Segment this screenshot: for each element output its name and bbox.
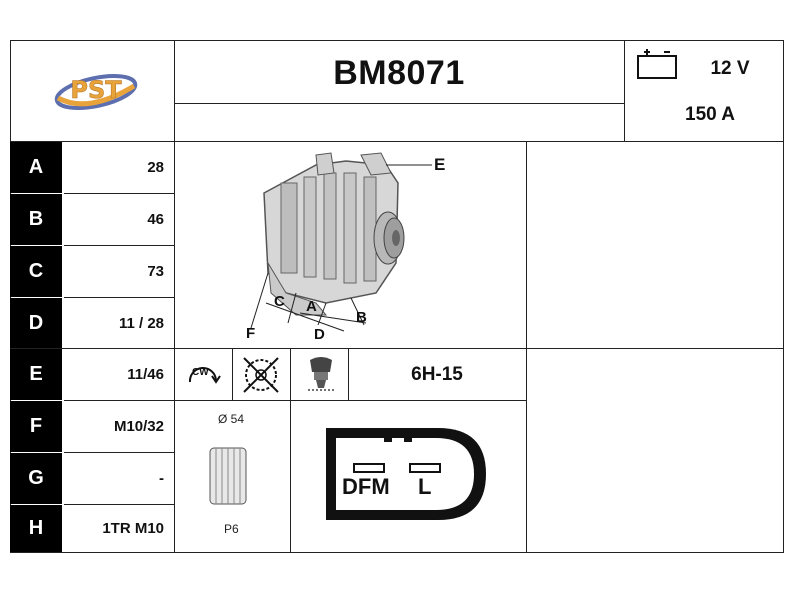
connector-icon xyxy=(326,428,486,520)
dimension-value: 11 / 28 xyxy=(118,314,164,332)
grid-line xyxy=(10,552,783,553)
grid-line xyxy=(174,40,175,553)
rotation-cw-icon: CW xyxy=(178,354,228,396)
dimension-letter: B xyxy=(10,194,62,245)
dimension-letter: D xyxy=(10,298,62,348)
grid-line xyxy=(526,141,527,553)
grid-line xyxy=(64,452,174,453)
grid-line xyxy=(64,297,174,298)
grid-line xyxy=(348,348,349,401)
grid-line xyxy=(64,245,174,246)
grid-line xyxy=(64,504,174,505)
dimension-letter: C xyxy=(10,246,62,297)
grid-line xyxy=(10,141,783,142)
connector-l: L xyxy=(418,474,432,499)
drawing-label-c: C xyxy=(274,293,285,310)
dimension-letter: F xyxy=(10,401,62,452)
pulley-diameter: Ø 54 xyxy=(218,412,245,426)
dimension-letter: G xyxy=(10,453,62,504)
part-number: BM8071 xyxy=(333,54,465,92)
battery-icon xyxy=(634,46,680,82)
drawing-label-b: B xyxy=(356,309,367,326)
grid-line xyxy=(290,348,291,553)
alternator-drawing: E C A B F D xyxy=(176,143,524,347)
regulator-icon xyxy=(300,352,342,396)
grid-line xyxy=(783,40,784,553)
grid-line xyxy=(64,193,174,194)
drawing-label-d: D xyxy=(314,326,325,343)
fan-crossed-icon xyxy=(236,352,286,398)
pulley-icon xyxy=(204,440,252,512)
voltage-value: 12 V xyxy=(710,58,750,79)
grid-line xyxy=(64,400,174,401)
grid-line xyxy=(232,348,233,401)
pulley-grooves: P6 xyxy=(224,522,239,536)
drawing-label-a: A xyxy=(306,298,317,315)
connector-dfm: DFM xyxy=(342,474,390,499)
regulator-code: 6H-15 xyxy=(411,364,463,385)
grid-line xyxy=(174,400,526,401)
dimension-letter: H xyxy=(10,505,62,552)
drawing-label-f: F xyxy=(246,325,256,342)
logo-text: PST xyxy=(70,76,122,104)
dimension-value: 28 xyxy=(147,159,164,176)
grid-line xyxy=(10,348,783,349)
dimension-letter: E xyxy=(10,349,62,400)
dimension-value: - xyxy=(159,470,164,487)
logo-swoosh-icon: PST xyxy=(54,73,138,111)
dimension-value: 73 xyxy=(147,263,164,280)
dimension-letter: A xyxy=(10,142,62,193)
amperage-value: 150 A xyxy=(685,104,735,125)
dimension-value: 1TR M10 xyxy=(102,520,164,537)
grid-line xyxy=(624,40,625,142)
grid-line xyxy=(174,103,624,104)
dimension-value: 11/46 xyxy=(127,366,164,383)
dimension-value: M10/32 xyxy=(113,418,164,435)
drawing-label-e: E xyxy=(434,155,446,174)
rotation-label: CW xyxy=(192,367,209,378)
grid-line xyxy=(10,40,783,41)
brand-logo: PST xyxy=(48,64,144,120)
alternator-icon xyxy=(250,152,432,332)
dimension-value: 46 xyxy=(147,211,164,228)
connector-diagram: DFM L xyxy=(318,424,494,524)
